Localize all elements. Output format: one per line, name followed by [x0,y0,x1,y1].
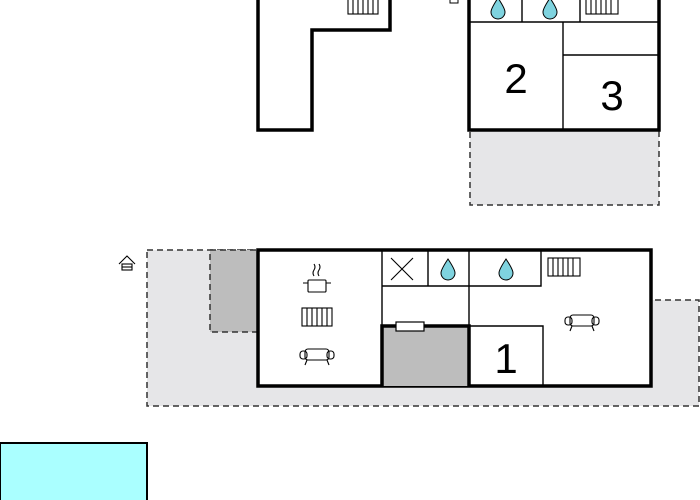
room-number: 3 [600,72,623,119]
covered-area [383,326,469,386]
sofa-icon [564,314,600,332]
building-top-left [256,0,392,132]
radiator-icon [585,0,619,15]
cooking-pot-icon [303,263,331,293]
radiator-icon [547,257,581,277]
water-drop-icon [440,258,456,281]
water-drop-icon [498,258,514,281]
radiator-icon [301,307,333,327]
sofa-icon [299,348,335,366]
water-drop-icon [542,0,558,20]
window-icon [395,321,425,332]
marker-icon [449,0,459,4]
radiator-icon [347,0,379,15]
water-drop-icon [490,0,506,20]
pool [0,442,148,500]
building-top-right: 2 3 [467,0,661,206]
house-icon [118,255,136,271]
covered-terrace [209,249,259,333]
toilet-icon [390,257,414,281]
building-bottom: 1 [146,248,700,407]
room-number: 2 [504,55,527,102]
terrace [469,129,660,206]
room-number: 1 [494,335,517,382]
